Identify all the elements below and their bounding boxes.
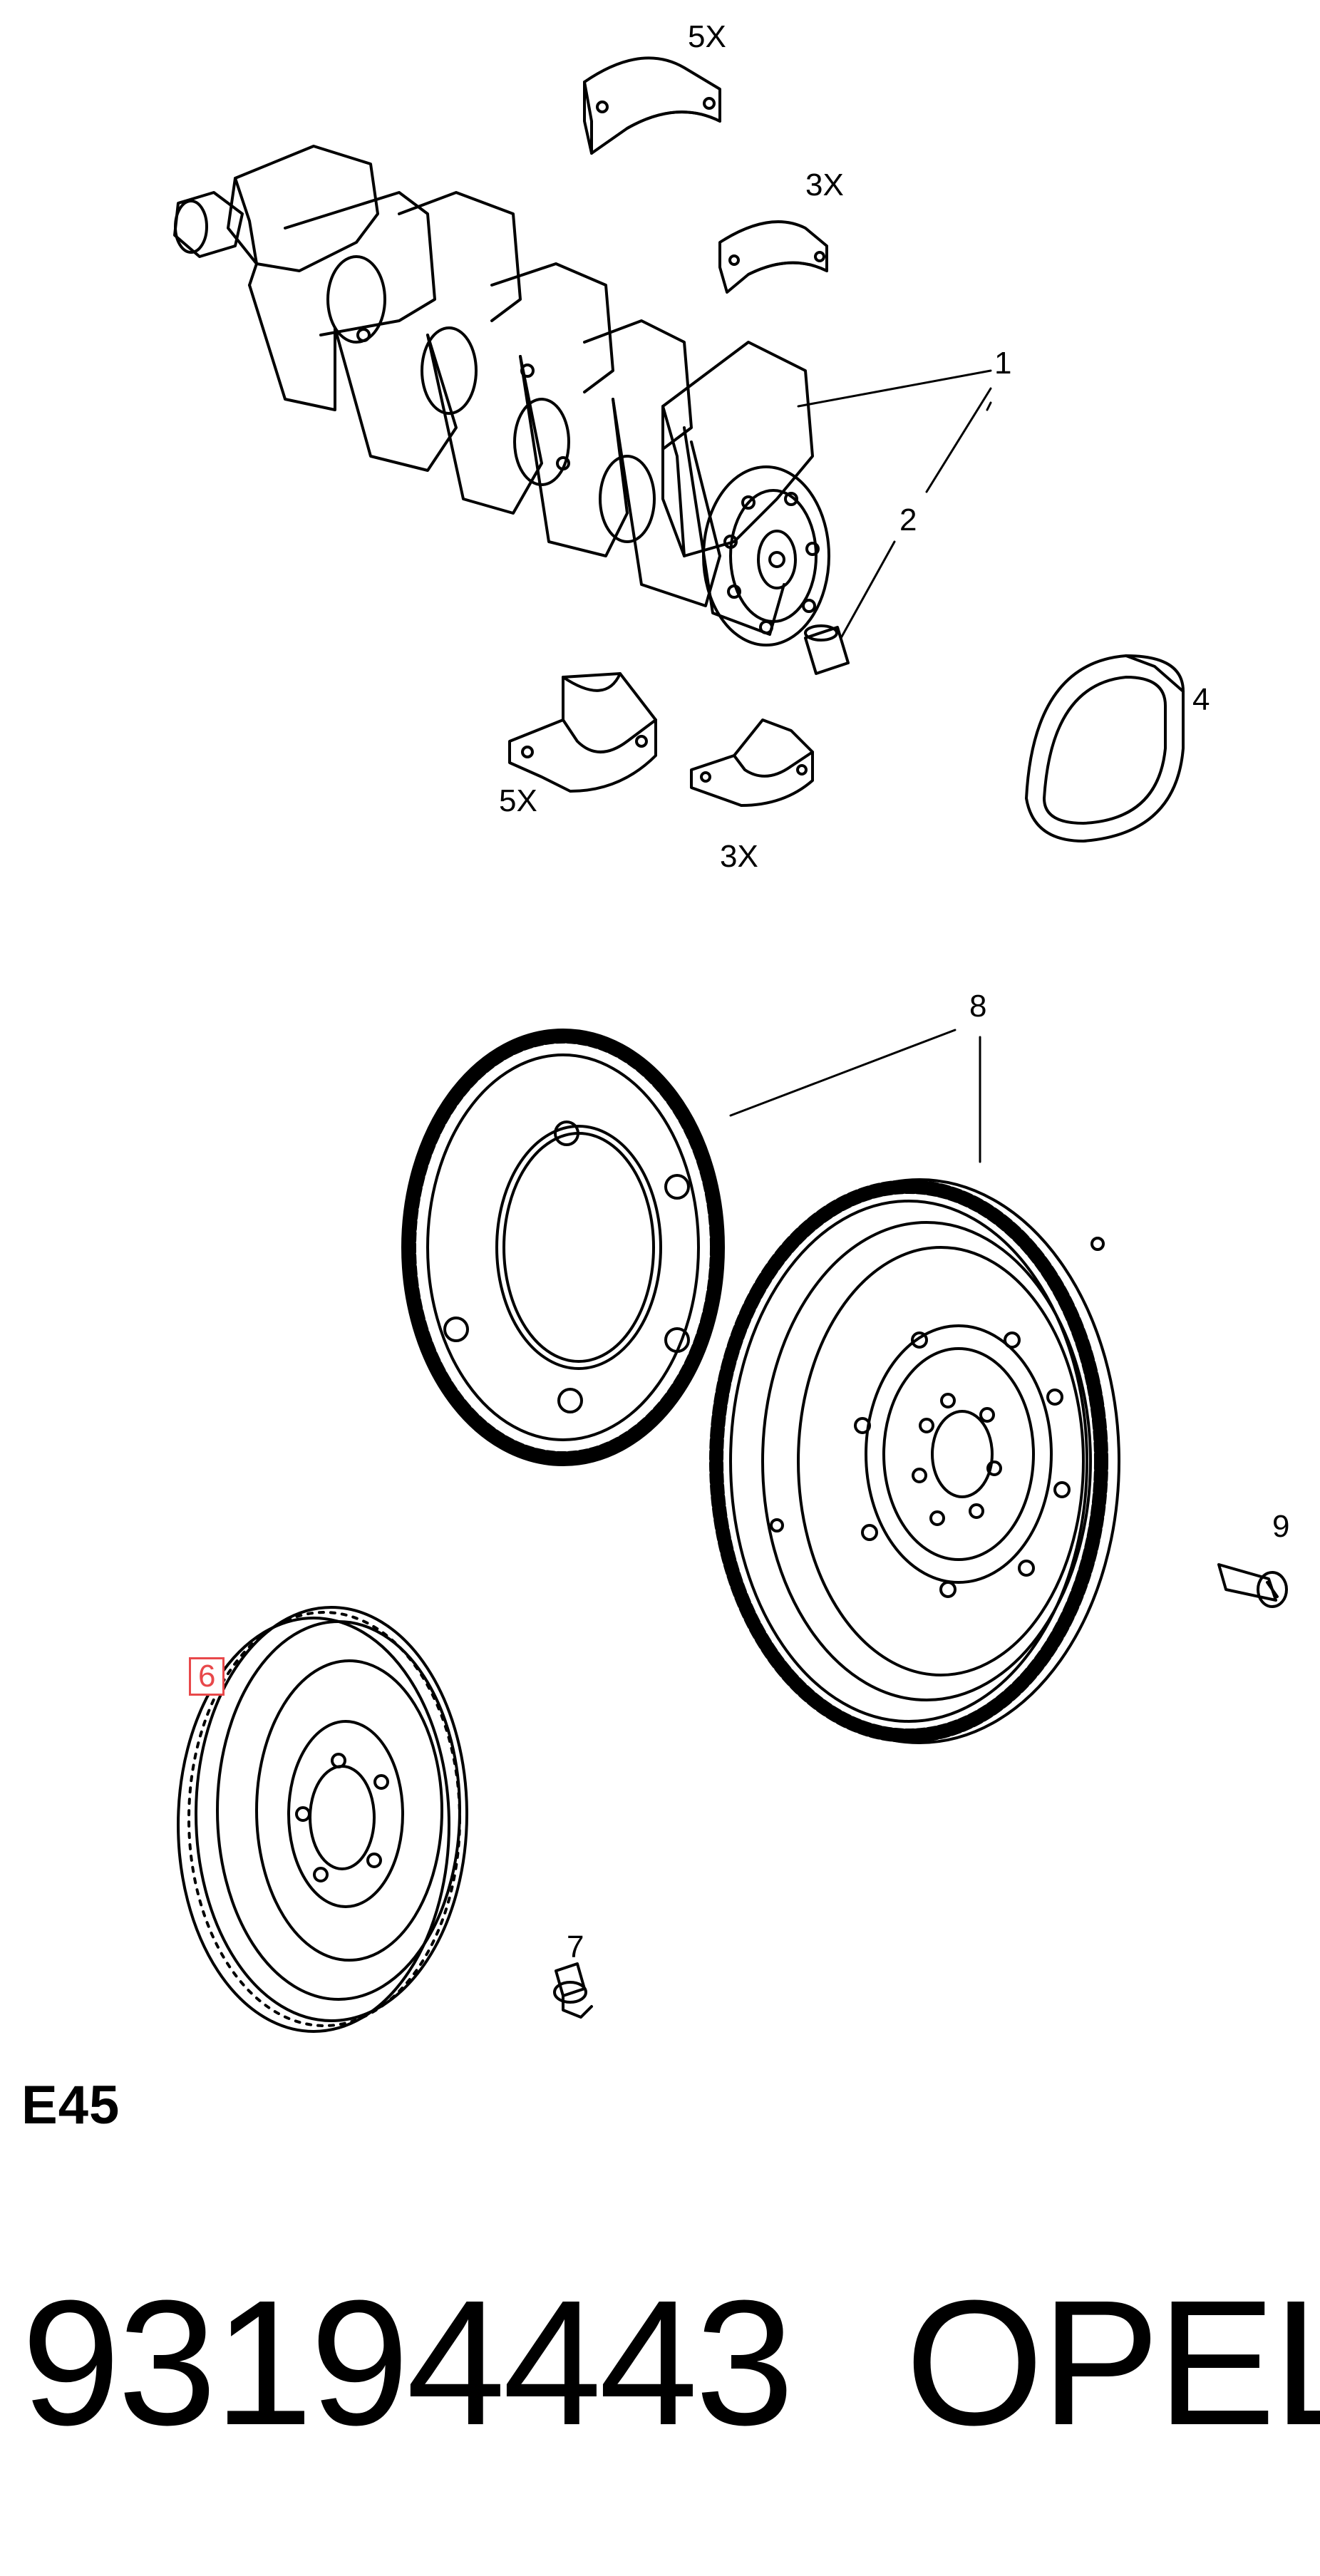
dowel-pin <box>804 624 850 675</box>
crankshaft <box>173 145 830 646</box>
callout-flywheel-bolt: 9 <box>1272 1509 1290 1544</box>
callout-rear-seal: 4 <box>1192 682 1210 717</box>
lower-rod-bearing-shells <box>690 718 814 807</box>
section-code: E45 <box>21 2075 120 2135</box>
lower-main-bearing-shells <box>508 672 657 793</box>
pulley-bolt <box>553 1962 593 2019</box>
callout-pulley-bolt: 7 <box>567 1930 584 1964</box>
rear-seal-ring <box>1025 654 1185 843</box>
upper-rod-bearing-shells <box>718 220 828 294</box>
crankshaft-damper-pulley <box>177 1606 468 2033</box>
upper-main-bearing-shells <box>583 56 721 155</box>
callout-crankshaft: 1 <box>994 346 1012 381</box>
callout-dowel-pin: 2 <box>899 503 917 537</box>
part-number: 93194443 <box>21 2263 794 2462</box>
callout-damper-pulley-highlighted[interactable]: 6 <box>189 1657 225 1696</box>
callout-flywheel: 8 <box>969 989 987 1024</box>
flywheel <box>709 1178 1120 1744</box>
callout-upper-rod-bearings: 3X <box>805 168 844 202</box>
exploded-parts-diagram <box>173 56 1288 2033</box>
callout-lower-rod-bearings: 3X <box>720 839 758 874</box>
flexplate-ring-gear <box>401 1029 725 1466</box>
brand-name: OPEL <box>905 2263 1320 2462</box>
callout-upper-main-bearings: 5X <box>688 19 726 54</box>
callout-lower-main-bearings: 5X <box>499 783 537 818</box>
flywheel-bolt <box>1217 1563 1288 1608</box>
leader-lines <box>729 369 992 1163</box>
